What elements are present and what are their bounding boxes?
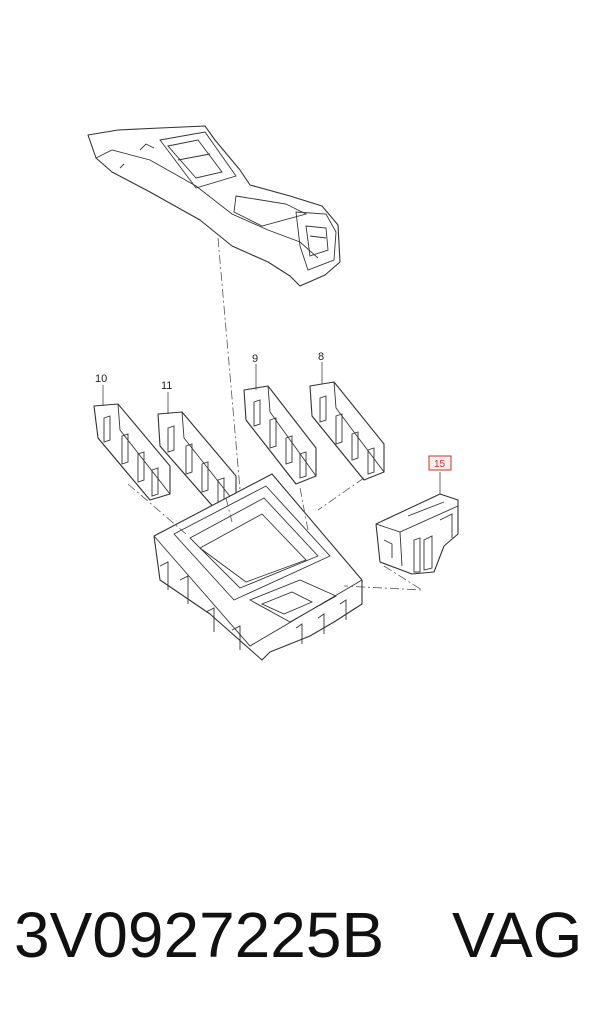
exploded-parts-diagram: 10 11 9 8 15 [87, 125, 459, 661]
part-9-illustration [243, 385, 317, 485]
assembly-line [127, 483, 187, 535]
assembly-line [225, 497, 233, 523]
callout-10: 10 [95, 373, 107, 385]
callout-15: 15 [434, 459, 446, 470]
part-11-illustration [157, 411, 237, 511]
callout-11: 11 [161, 380, 172, 392]
switch-frame-illustration [153, 473, 363, 661]
center-console-illustration [87, 125, 341, 287]
part-8-illustration [309, 381, 385, 481]
callout-9: 9 [252, 353, 258, 365]
assembly-line [317, 477, 365, 511]
callout-8: 8 [318, 351, 324, 363]
part-10-illustration [93, 403, 171, 501]
callout-15-highlight: 15 [428, 455, 452, 471]
part-15-illustration [375, 493, 459, 575]
assembly-line [343, 565, 424, 591]
part-number-label: 3V0927225B [14, 899, 385, 971]
footer: 3V0927225B VAG [0, 880, 600, 990]
brand-label: VAG [452, 899, 583, 971]
assembly-line [217, 237, 243, 513]
assembly-line [299, 487, 309, 531]
